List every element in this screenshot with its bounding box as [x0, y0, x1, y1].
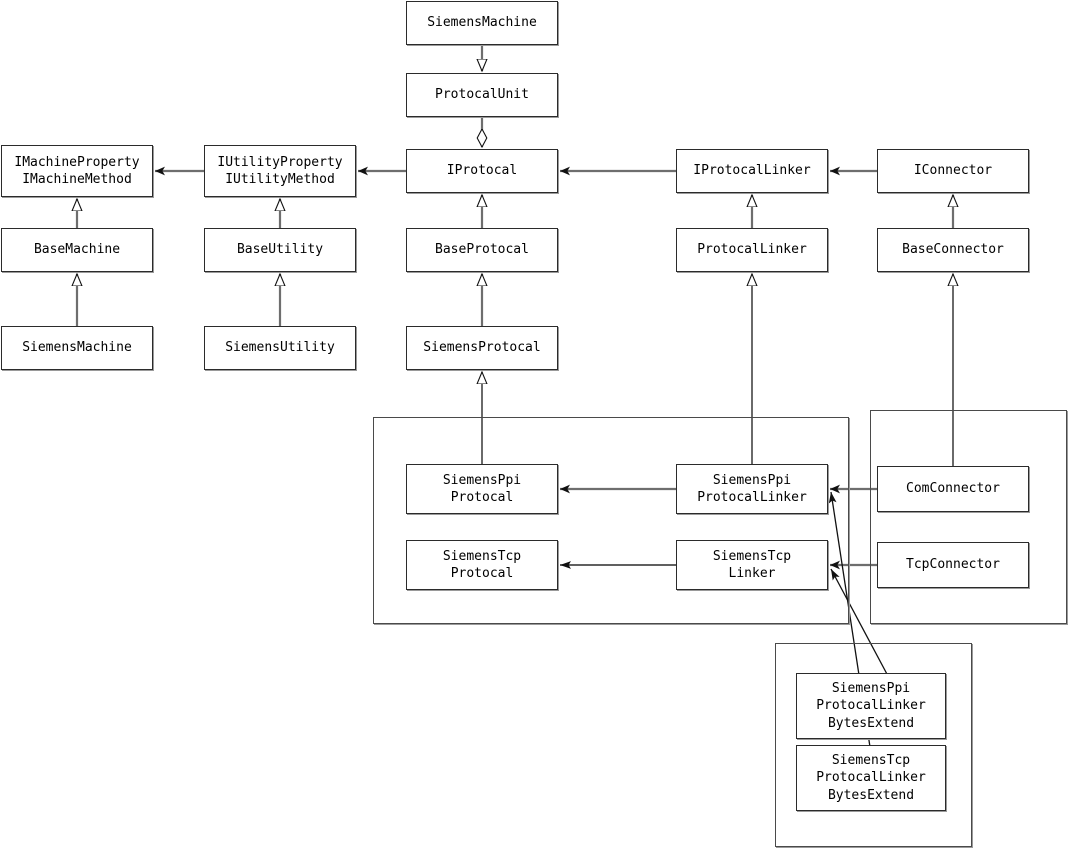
class-box-siemens-ppi-protocal-linker-bytes-extend[interactable]: SiemensPpi ProtocalLinker BytesExtend: [796, 673, 946, 739]
class-label: SiemensMachine: [22, 340, 132, 356]
class-label: IProtocalLinker: [693, 163, 811, 179]
class-label: ProtocalLinker: [697, 242, 807, 258]
class-label: SiemensTcp Protocal: [442, 548, 522, 581]
class-box-siemens-tcp-linker[interactable]: SiemensTcp Linker: [676, 540, 828, 590]
class-label: IProtocal: [446, 163, 518, 179]
class-label: SiemensProtocal: [423, 340, 541, 356]
class-box-siemens-ppi-protocal-linker[interactable]: SiemensPpi ProtocalLinker: [676, 464, 828, 514]
class-label: SiemensTcp ProtocalLinker BytesExtend: [816, 753, 926, 803]
class-box-iutility-property-method[interactable]: IUtilityProperty IUtilityMethod: [204, 145, 356, 197]
class-label: IUtilityProperty IUtilityMethod: [217, 154, 343, 187]
class-box-com-connector[interactable]: ComConnector: [877, 466, 1029, 512]
class-label: IMachineProperty IMachineMethod: [14, 154, 140, 187]
class-box-iconnector[interactable]: IConnector: [877, 149, 1029, 193]
class-box-siemens-utility[interactable]: SiemensUtility: [204, 326, 356, 370]
class-box-siemens-machine[interactable]: SiemensMachine: [1, 326, 153, 370]
class-label: SiemensPpi ProtocalLinker BytesExtend: [816, 681, 926, 731]
class-box-base-connector[interactable]: BaseConnector: [877, 228, 1029, 272]
class-label: BaseConnector: [902, 242, 1004, 258]
group-connector: [870, 410, 1067, 624]
group-bytes-extend: [775, 643, 972, 847]
class-label: SiemensUtility: [225, 340, 335, 356]
class-label: BaseProtocal: [435, 242, 529, 258]
class-label: SiemensPpi Protocal: [442, 472, 522, 505]
class-label: SiemensTcp Linker: [712, 548, 792, 581]
class-box-base-utility[interactable]: BaseUtility: [204, 228, 356, 272]
class-label: ComConnector: [906, 481, 1000, 497]
class-label: BaseMachine: [33, 242, 121, 258]
class-box-protocal-linker[interactable]: ProtocalLinker: [676, 228, 828, 272]
class-box-iprotocal-linker[interactable]: IProtocalLinker: [676, 149, 828, 193]
group-protocal-linker: [373, 417, 849, 624]
class-box-siemens-machine-top[interactable]: SiemensMachine: [406, 1, 558, 45]
class-label: ProtocalUnit: [435, 87, 529, 103]
class-label: IConnector: [913, 163, 993, 179]
class-label: BaseUtility: [236, 242, 324, 258]
class-label: SiemensMachine: [427, 15, 537, 31]
class-box-protocal-unit[interactable]: ProtocalUnit: [406, 73, 558, 117]
class-box-siemens-ppi-protocal[interactable]: SiemensPpi Protocal: [406, 464, 558, 514]
class-box-siemens-protocal[interactable]: SiemensProtocal: [406, 326, 558, 370]
class-box-tcp-connector[interactable]: TcpConnector: [877, 542, 1029, 588]
class-box-siemens-tcp-protocal-linker-bytes-extend[interactable]: SiemensTcp ProtocalLinker BytesExtend: [796, 745, 946, 811]
class-box-siemens-tcp-protocal[interactable]: SiemensTcp Protocal: [406, 540, 558, 590]
class-box-base-protocal[interactable]: BaseProtocal: [406, 228, 558, 272]
class-label: TcpConnector: [906, 557, 1000, 573]
edge-ppiBytesExtend-siemensTcpLinker: [830, 568, 889, 677]
class-label: SiemensPpi ProtocalLinker: [697, 472, 807, 505]
class-box-iprotocal[interactable]: IProtocal: [406, 149, 558, 193]
class-box-imachine-property-method[interactable]: IMachineProperty IMachineMethod: [1, 145, 153, 197]
class-box-base-machine[interactable]: BaseMachine: [1, 228, 153, 272]
